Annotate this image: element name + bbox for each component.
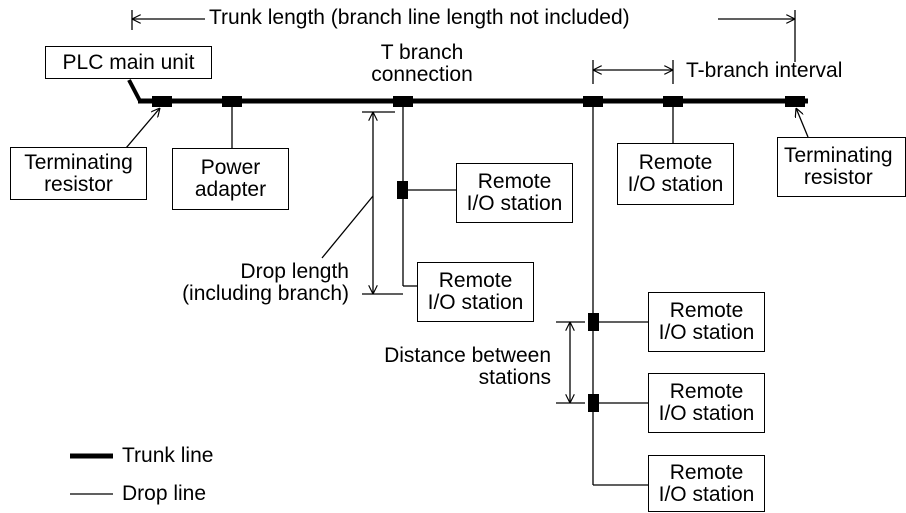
remote-io-trunk-box: Remote I/O station bbox=[617, 143, 734, 205]
remote-io-branch-box-1: Remote I/O station bbox=[456, 163, 573, 223]
plc-lead bbox=[127, 79, 142, 102]
terminating-pointer-left bbox=[125, 108, 160, 149]
t-branch-connection-label: T branch connection bbox=[371, 41, 473, 86]
terminating-resistor-right-box: Terminating resistor bbox=[777, 137, 906, 197]
drop-length-dimension bbox=[321, 111, 403, 295]
remote-io-right-box-2: Remote I/O station bbox=[648, 373, 765, 433]
plc-main-unit-box: PLC main unit bbox=[45, 46, 212, 79]
remote-io-branch-box-2: Remote I/O station bbox=[417, 262, 534, 322]
trunk-length-dimension bbox=[131, 10, 796, 62]
legend-drop-label: Drop line bbox=[122, 482, 207, 505]
t-branch-interval-label: T-branch interval bbox=[686, 59, 843, 82]
drop-length-label: Drop length (including branch) bbox=[182, 260, 349, 305]
t-branch-interval-dimension bbox=[592, 60, 674, 84]
remote-io-right-box-3: Remote I/O station bbox=[648, 455, 765, 512]
trunk-connectors bbox=[152, 96, 805, 107]
drop-connectors bbox=[397, 181, 599, 412]
legend-trunk-label: Trunk line bbox=[122, 444, 214, 467]
remote-io-right-box-1: Remote I/O station bbox=[648, 292, 765, 352]
trunk-length-label: Trunk length (branch line length not inc… bbox=[206, 7, 633, 29]
drop-lines bbox=[231, 107, 674, 486]
terminating-resistor-left-box: Terminating resistor bbox=[10, 147, 147, 200]
distance-between-stations-label: Distance between stations bbox=[384, 344, 551, 389]
terminating-pointer-right bbox=[796, 108, 809, 138]
distance-between-stations-dimension bbox=[556, 321, 585, 404]
power-adapter-box: Power adapter bbox=[172, 148, 289, 210]
